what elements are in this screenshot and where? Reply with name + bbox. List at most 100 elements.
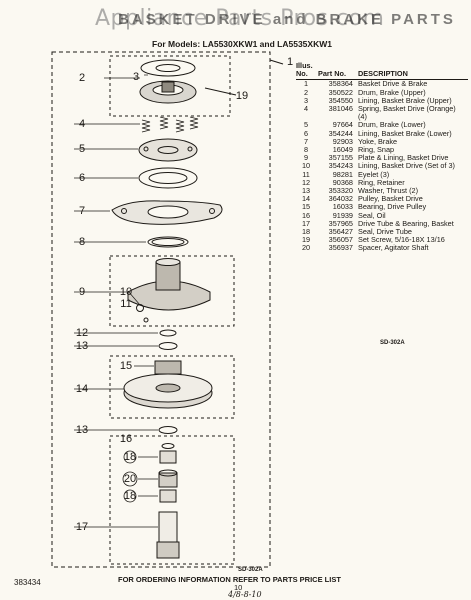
table-row: 6 354244 Lining, Basket Brake (Lower) (296, 128, 468, 138)
pulley-group-box (109, 355, 235, 419)
row-part: 356057 (328, 235, 353, 245)
callout-7: 7 (78, 205, 86, 217)
row-no: 12 (301, 177, 311, 187)
row-desc: Seal, Oil (358, 210, 386, 220)
row-desc: Eyelet (3) (358, 169, 390, 179)
callout-13-upper: 13 (75, 340, 89, 352)
row-desc: Lining, Basket Drive (Set of 3) (358, 161, 455, 171)
callout-17: 17 (75, 521, 89, 533)
callout-8: 8 (78, 236, 86, 248)
ordering-footer: FOR ORDERING INFORMATION REFER TO PARTS … (118, 575, 341, 584)
callout-2: 2 (78, 72, 86, 84)
callout-14: 14 (75, 383, 89, 395)
header-description: DESCRIPTION (358, 62, 468, 81)
row-no: 6 (303, 128, 309, 138)
row-desc: Ring, Retainer (358, 177, 405, 187)
row-desc: Seal, Drive Tube (358, 227, 412, 237)
callout-20: 20 (123, 473, 137, 485)
row-part: 354243 (328, 161, 353, 171)
row-desc: Plate & Lining, Basket Drive (358, 153, 449, 163)
row-desc: Drum, Brake (Lower) (358, 120, 426, 130)
row-desc: Ring, Snap (358, 145, 395, 155)
row-no: 13 (301, 186, 311, 196)
row-part: 91939 (332, 210, 353, 220)
header-part-no: Part No. (318, 62, 358, 81)
row-no: 5 (303, 120, 309, 130)
watermark: Appliance Parts Pros.com (95, 6, 385, 31)
callout-16: 16 (119, 433, 133, 445)
diagram-figure-code: SD-302A (238, 567, 263, 573)
callout-11: 11 (120, 298, 132, 310)
drive-tube-group-box (109, 435, 235, 565)
table-row: 16 91939 Seal, Oil (296, 210, 468, 220)
row-no: 16 (301, 210, 311, 220)
assembly-frame (51, 51, 271, 568)
callout-15: 15 (119, 360, 133, 372)
row-desc: Spacer, Agitator Shaft (358, 243, 429, 253)
callout-6: 6 (78, 172, 86, 184)
upper-group-box (109, 55, 231, 117)
callout-9: 9 (78, 286, 86, 298)
row-no: 3 (303, 95, 309, 105)
row-desc: Lining, Basket Brake (Upper) (358, 95, 452, 105)
row-no: 9 (303, 153, 309, 163)
row-desc: Drive Tube & Bearing, Basket (358, 218, 454, 228)
row-no: 10 (301, 161, 311, 171)
row-desc: Drum, Brake (Upper) (358, 87, 426, 97)
row-part: 381046 (328, 104, 353, 114)
row-desc: Lining, Basket Brake (Lower) (358, 128, 452, 138)
row-part: 356427 (328, 227, 353, 237)
table-row: 3 354550 Lining, Basket Brake (Upper) (296, 95, 468, 105)
row-part: 353320 (328, 186, 353, 196)
callout-18-upper: 18 (123, 451, 137, 463)
row-no: 18 (301, 227, 311, 237)
table-row: 17 357965 Drive Tube & Bearing, Basket (296, 218, 468, 228)
page-title: BASKET DRIVE and BRAKE PARTS (118, 11, 456, 28)
row-part: 357155 (328, 153, 353, 163)
row-part: 97664 (332, 120, 353, 130)
row-no: 14 (301, 194, 311, 204)
document-number: 383434 (14, 578, 41, 587)
row-desc: Spring, Basket Drive (Orange) (4) (358, 104, 456, 122)
table-row: 10 354243 Lining, Basket Drive (Set of 3) (296, 162, 468, 170)
callout-13-lower: 13 (75, 424, 89, 436)
table-row: 4 381046 Spring, Basket Drive (Orange) (4) (296, 104, 468, 122)
row-no: 7 (303, 136, 309, 146)
callout-1: 1 (286, 56, 294, 68)
row-no: 4 (303, 104, 309, 114)
header-illus-no: Illus. No. (296, 61, 318, 81)
table-figure-code: SD-302A (380, 340, 405, 346)
row-desc: Bearing, Drive Pulley (358, 202, 427, 212)
callout-5: 5 (78, 143, 86, 155)
callout-18-lower: 18 (123, 490, 137, 502)
row-desc: Basket Drive & Brake (358, 79, 428, 89)
row-no: 17 (301, 218, 311, 228)
callout-3: 3 (132, 71, 140, 83)
models-line: For Models: LA5530XKW1 and LA5535XKW1 (152, 39, 332, 49)
row-part: 92903 (332, 136, 353, 146)
row-part: 357965 (328, 218, 353, 228)
row-part: 354244 (328, 128, 353, 138)
table-row: 5 97664 Drum, Brake (Lower) (296, 121, 468, 129)
plate-group-box (109, 255, 235, 327)
row-desc: Set Screw, 5/16-18X 13/16 (358, 235, 445, 245)
handwritten-note: 4/8-8-10 (228, 590, 262, 599)
row-part: 364032 (328, 194, 353, 204)
row-no: 1 (303, 79, 309, 89)
callout-12: 12 (75, 327, 89, 339)
row-part: 356937 (328, 243, 353, 253)
callout-19: 19 (235, 90, 249, 102)
row-no: 8 (303, 145, 309, 155)
row-part: 354550 (328, 95, 353, 105)
